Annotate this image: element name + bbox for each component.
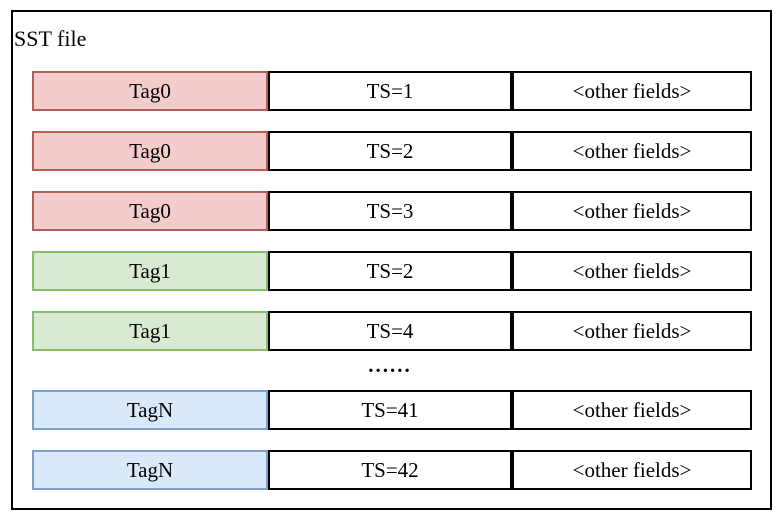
timestamp-cell: TS=41 bbox=[268, 390, 512, 430]
record-row: TagN TS=42 <other fields> bbox=[32, 450, 752, 490]
record-row: Tag1 TS=2 <other fields> bbox=[32, 251, 752, 291]
record-row: Tag0 TS=2 <other fields> bbox=[32, 131, 752, 171]
other-fields-cell: <other fields> bbox=[512, 251, 752, 291]
other-fields-cell: <other fields> bbox=[512, 71, 752, 111]
other-fields-cell: <other fields> bbox=[512, 191, 752, 231]
record-row: TagN TS=41 <other fields> bbox=[32, 390, 752, 430]
tag-cell: Tag1 bbox=[32, 311, 268, 351]
tag-cell: Tag0 bbox=[32, 191, 268, 231]
other-fields-cell: <other fields> bbox=[512, 311, 752, 351]
timestamp-cell: TS=4 bbox=[268, 311, 512, 351]
other-fields-cell: <other fields> bbox=[512, 390, 752, 430]
sst-file-label: SST file bbox=[14, 26, 87, 51]
record-row: Tag1 TS=4 <other fields> bbox=[32, 311, 752, 351]
other-fields-cell: <other fields> bbox=[512, 131, 752, 171]
tag-cell: TagN bbox=[32, 450, 268, 490]
timestamp-cell: TS=2 bbox=[268, 251, 512, 291]
timestamp-cell: TS=1 bbox=[268, 71, 512, 111]
tag-cell: Tag1 bbox=[32, 251, 268, 291]
timestamp-cell: TS=42 bbox=[268, 450, 512, 490]
record-row: Tag0 TS=1 <other fields> bbox=[32, 71, 752, 111]
tag-cell: TagN bbox=[32, 390, 268, 430]
timestamp-cell: TS=3 bbox=[268, 191, 512, 231]
ellipsis-separator: ...... bbox=[368, 352, 412, 377]
tag-cell: Tag0 bbox=[32, 71, 268, 111]
tag-cell: Tag0 bbox=[32, 131, 268, 171]
other-fields-cell: <other fields> bbox=[512, 450, 752, 490]
sst-file-container: SST file Tag0 TS=1 <other fields> Tag0 T… bbox=[11, 10, 772, 510]
record-row: Tag0 TS=3 <other fields> bbox=[32, 191, 752, 231]
timestamp-cell: TS=2 bbox=[268, 131, 512, 171]
